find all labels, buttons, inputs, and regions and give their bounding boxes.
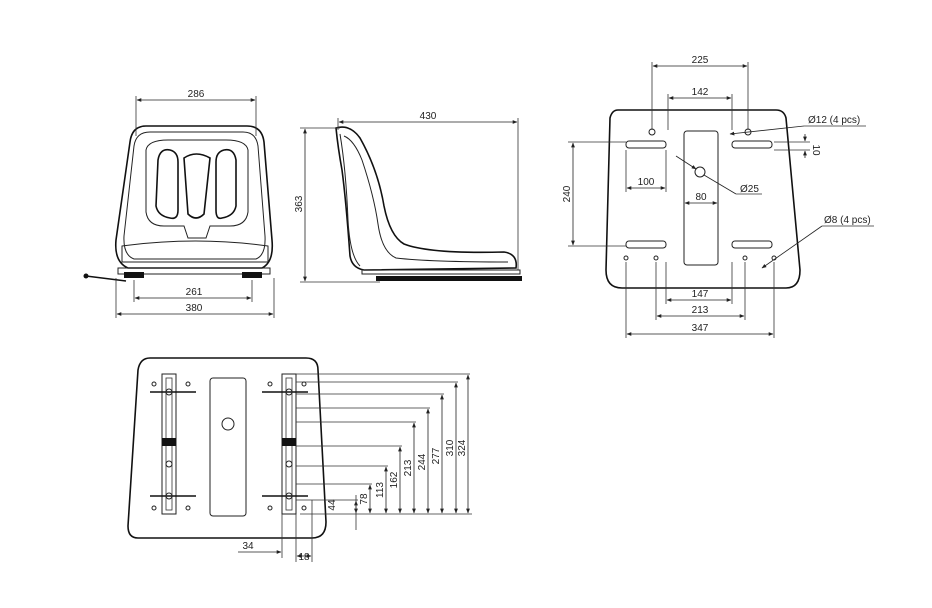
left-hole-b — [185, 381, 191, 387]
right-hole-d — [301, 505, 307, 511]
center-hole-25 — [694, 166, 706, 178]
dim-213-top: 213 — [692, 305, 709, 316]
base-foot-right — [242, 272, 262, 278]
dim-44: 44 — [327, 499, 338, 511]
dim-113: 113 — [375, 482, 386, 498]
right-hole-b — [301, 381, 307, 387]
dim-324: 324 — [457, 439, 468, 456]
right-rail-mark — [282, 438, 296, 446]
dim-347: 347 — [692, 323, 709, 334]
slot-upper-left — [625, 140, 667, 149]
dim-244: 244 — [417, 453, 428, 470]
seat-slot-left — [155, 148, 179, 220]
base-rail — [117, 267, 271, 275]
mounting-plate-top-view: 225 142 Ø12 (4 pcs) 10 240 100 80 Ø — [562, 55, 874, 338]
bottom-center-hole — [221, 417, 235, 431]
dim-286: 286 — [188, 89, 205, 100]
right-bolt-1 — [285, 388, 293, 396]
mounting-plate-bottom-view: 324 310 277 244 213 162 113 78 44 34 18 — [127, 357, 472, 563]
dim-147: 147 — [692, 289, 709, 300]
right-bolt-2 — [285, 492, 293, 500]
right-hole-a — [267, 381, 273, 387]
label-hole-12: Ø12 (4 pcs) — [808, 115, 860, 126]
label-hole-25: Ø25 — [740, 184, 759, 195]
base-foot-left — [124, 272, 144, 278]
dim-18: 18 — [298, 552, 310, 563]
dim-78: 78 — [359, 493, 370, 505]
left-hole-a — [151, 381, 157, 387]
dim-142: 142 — [692, 87, 709, 98]
dim-430: 430 — [420, 111, 437, 122]
left-bolt-3 — [165, 460, 173, 468]
seat-cushion — [121, 240, 269, 263]
seat-slot-center — [183, 153, 211, 219]
seat-side-inner — [343, 135, 509, 263]
dim-100: 100 — [638, 177, 655, 188]
plate-outline — [605, 109, 801, 289]
slot-lower-left — [625, 240, 667, 249]
side-view: 430 363 — [294, 111, 522, 283]
dim-10: 10 — [810, 144, 821, 156]
left-hole-c — [151, 505, 157, 511]
hole-8-b — [653, 255, 659, 261]
dim-363: 363 — [294, 195, 305, 212]
seat-side-profile — [335, 126, 518, 271]
left-rail-mark — [162, 438, 176, 446]
side-rail — [361, 269, 521, 275]
label-hole-8: Ø8 (4 pcs) — [824, 215, 871, 226]
seat-frame-inner — [145, 139, 249, 239]
front-view: 286 261 380 — [83, 89, 275, 318]
seat-side-back — [339, 133, 361, 267]
lever-knob — [83, 273, 89, 279]
bottom-center-slot — [209, 377, 247, 517]
dim-277: 277 — [431, 447, 442, 464]
seat-back-outline — [114, 125, 274, 269]
dim-240: 240 — [562, 185, 573, 202]
right-hole-c — [267, 505, 273, 511]
hole-8-c — [742, 255, 748, 261]
dim-213-bottom: 213 — [403, 459, 414, 476]
slot-lower-right — [731, 240, 773, 249]
left-bolt-2 — [165, 492, 173, 500]
dim-80: 80 — [695, 192, 707, 203]
seat-slot-right — [215, 148, 237, 220]
center-slot — [683, 130, 719, 266]
side-rail-lower — [376, 276, 522, 281]
dim-380: 380 — [186, 303, 203, 314]
slot-upper-right — [731, 140, 773, 149]
seat-back-inner-outline — [123, 131, 266, 260]
hole-8-a — [623, 255, 629, 261]
left-bolt-1 — [165, 388, 173, 396]
dim-225: 225 — [692, 55, 709, 66]
dim-162: 162 — [389, 471, 400, 488]
dim-34: 34 — [242, 541, 254, 552]
dim-310: 310 — [445, 439, 456, 456]
adjust-lever — [85, 275, 127, 282]
left-hole-d — [185, 505, 191, 511]
dim-261: 261 — [186, 287, 203, 298]
right-bolt-3 — [285, 460, 293, 468]
